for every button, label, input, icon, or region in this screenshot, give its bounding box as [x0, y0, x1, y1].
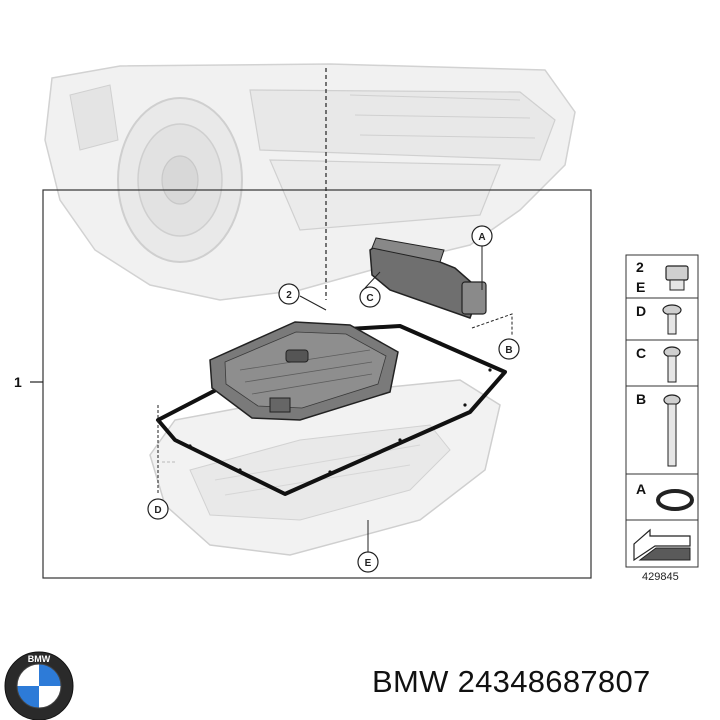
svg-text:D: D: [154, 505, 161, 516]
drain-plug-icon: [665, 265, 689, 281]
legend-row-medium-bolt: C: [636, 345, 681, 383]
svg-text:D: D: [636, 303, 646, 319]
svg-text:E: E: [636, 279, 645, 295]
svg-text:B: B: [636, 391, 646, 407]
callout-2: 2: [278, 283, 300, 305]
svg-text:E: E: [365, 558, 372, 569]
svg-text:A: A: [478, 232, 485, 243]
transmission-ghost-illustration: [44, 63, 576, 301]
svg-text:BMW: BMW: [28, 654, 51, 664]
callout-a: A: [471, 225, 493, 247]
svg-text:C: C: [636, 345, 646, 361]
item-1-label: 1: [14, 374, 22, 390]
legend-row-long-bolt: B: [636, 391, 681, 467]
callout-2-leader: [299, 295, 327, 311]
legend-row-seal-ring: A: [636, 481, 694, 511]
svg-text:2: 2: [636, 259, 644, 275]
legend-row-short-bolt: D: [636, 303, 682, 335]
legend-panel: 2 E D C B A: [625, 254, 699, 568]
part-number-label: BMW 24348687807: [372, 664, 651, 699]
svg-text:A: A: [636, 481, 646, 497]
svg-text:2: 2: [286, 290, 292, 301]
callout-b: B: [498, 338, 520, 360]
legend-row-drain-plug: 2 E: [636, 259, 689, 295]
assembly-frame: [42, 189, 592, 579]
bmw-logo: BMW: [4, 651, 74, 720]
callout-d: D: [147, 498, 169, 520]
transmission-filter: [209, 321, 399, 421]
callout-e: E: [357, 551, 379, 573]
legend-arrow-icon: [633, 528, 691, 562]
svg-text:B: B: [505, 345, 512, 356]
drawing-number: 429845: [642, 571, 679, 583]
connector-sleeve: [369, 237, 487, 319]
svg-text:C: C: [366, 293, 373, 304]
callout-c: C: [359, 286, 381, 308]
seal-ring-icon: [656, 489, 694, 511]
